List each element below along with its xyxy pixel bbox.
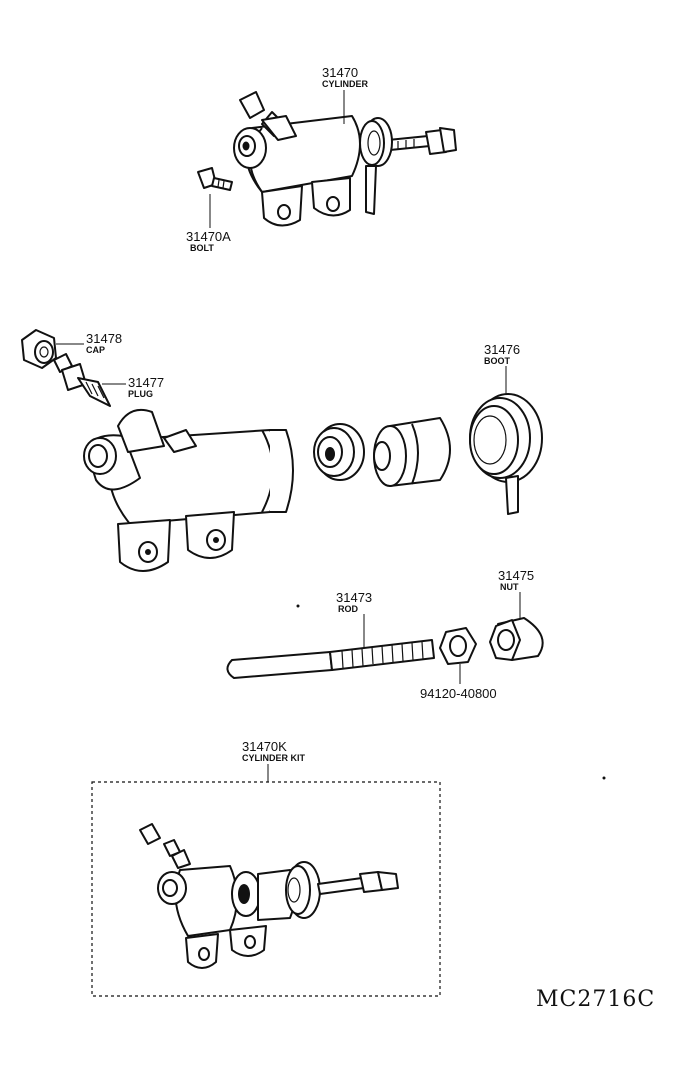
part-name-plug: PLUG: [128, 389, 153, 399]
part-name-bolt: BOLT: [190, 243, 214, 253]
part-number-nut: 31475: [498, 568, 534, 583]
part-number-bolt: 31470A: [186, 229, 231, 244]
speck: [602, 776, 606, 780]
speck: [296, 604, 300, 608]
exploded-cylinder-drawing: [21, 329, 543, 572]
leader-lines: [56, 90, 521, 782]
cylinder-assembly-drawing: [197, 91, 457, 227]
part-number-boot: 31476: [484, 342, 520, 357]
cylinder-kit-drawing: [91, 781, 441, 997]
part-name-cylinder: CYLINDER: [322, 79, 369, 89]
rod-and-nuts-drawing: [226, 617, 544, 679]
part-number-cylinder: 31470: [322, 65, 358, 80]
part-name-boot: BOOT: [484, 356, 511, 366]
part-number-cap: 31478: [86, 331, 122, 346]
part-number-hex-nut: 94120-40800: [420, 686, 497, 701]
part-number-plug: 31477: [128, 375, 164, 390]
part-name-cylinder-kit: CYLINDER KIT: [242, 753, 306, 763]
diagram-code: MC2716C: [536, 987, 655, 1012]
part-name-cap: CAP: [86, 345, 105, 355]
part-number-rod: 31473: [336, 590, 372, 605]
part-number-cylinder-kit: 31470K: [242, 739, 287, 754]
part-name-rod: ROD: [338, 604, 359, 614]
part-name-nut: NUT: [500, 582, 519, 592]
